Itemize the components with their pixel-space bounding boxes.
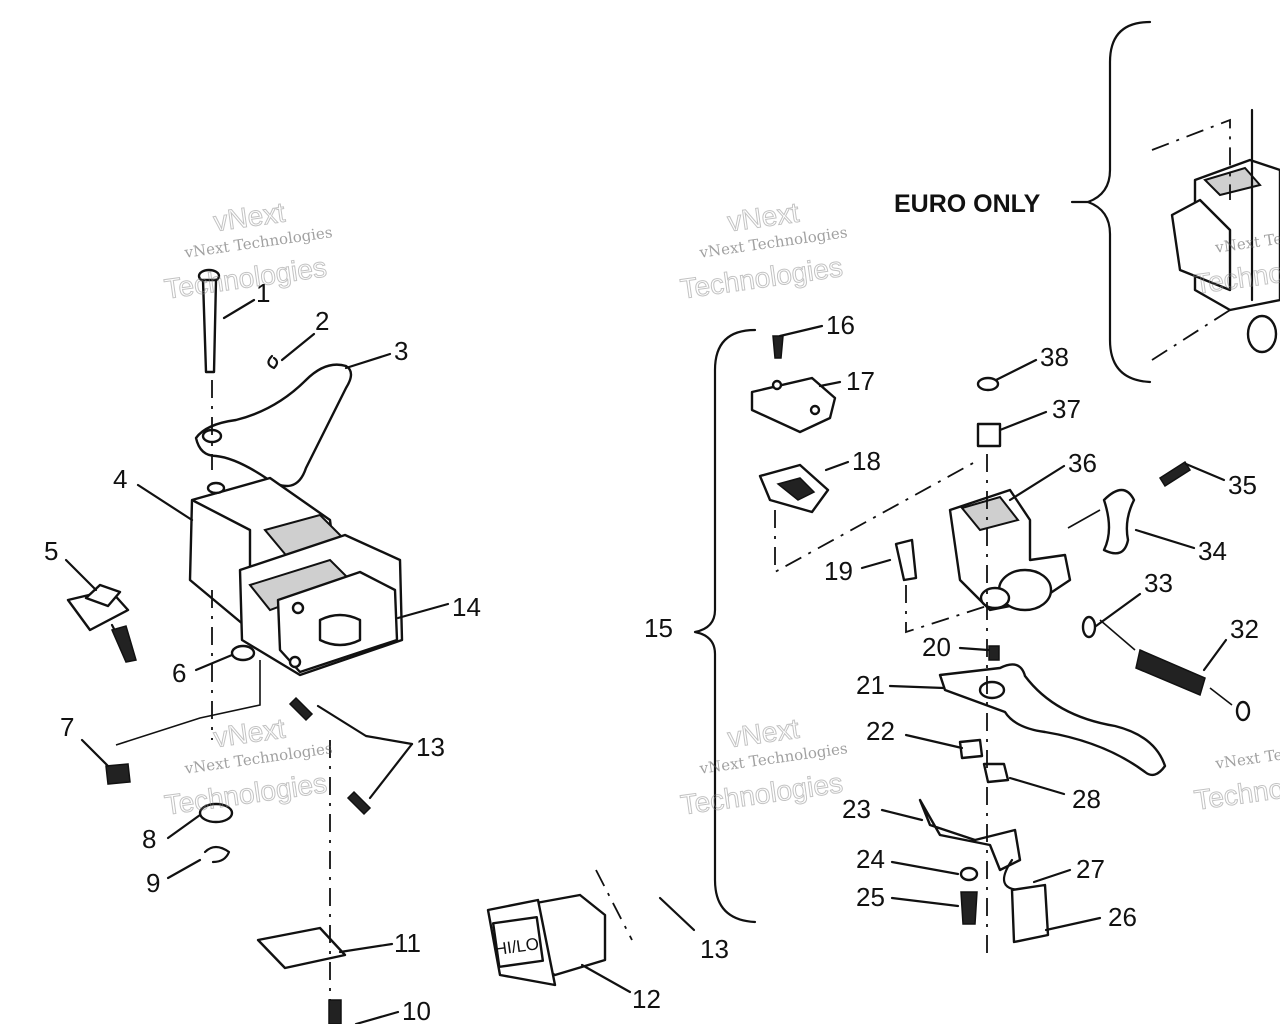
- callout-24: 24: [856, 844, 885, 874]
- callout-13-left: 13: [416, 732, 445, 762]
- watermark-4: vNext vNext Technologies Technologies: [678, 712, 849, 821]
- part-34-clamp: [1102, 488, 1136, 555]
- right-lever-assembly: [693, 20, 1280, 960]
- callout-10: 10: [402, 996, 431, 1024]
- part-11-plate: [256, 926, 347, 970]
- part-21-lever: [938, 663, 1167, 777]
- callout-12: 12: [632, 984, 661, 1014]
- part-14-cover: [238, 533, 404, 677]
- part-22-spacer: [958, 738, 984, 760]
- callout-33: 33: [1144, 568, 1173, 598]
- callout-38: 38: [1040, 342, 1069, 372]
- callout-35: 35: [1228, 470, 1257, 500]
- svg-text:Technologies: Technologies: [1192, 762, 1280, 815]
- callout-26: 26: [1108, 902, 1137, 932]
- watermark-6: vNext Technologies Technologies: [1192, 734, 1280, 816]
- part-18-diaphragm: [758, 463, 830, 514]
- part-33-washer: [1081, 615, 1097, 639]
- euro-master-cylinder: [1151, 108, 1280, 361]
- watermark-1: vNext vNext Technologies Technologies: [162, 196, 334, 305]
- callout-13-right: 13: [700, 934, 729, 964]
- callout-7: 7: [60, 712, 74, 742]
- callout-37: 37: [1052, 394, 1081, 424]
- callout-9: 9: [146, 868, 160, 898]
- callout-6: 6: [172, 658, 186, 688]
- part-13-screws: [288, 696, 372, 816]
- callout-28: 28: [1072, 784, 1101, 814]
- callout-3: 3: [394, 336, 408, 366]
- watermark-2: vNext vNext Technologies Technologies: [678, 196, 849, 305]
- part-24-washer: [959, 866, 979, 882]
- callout-1: 1: [256, 278, 270, 308]
- part-8-washer: [198, 802, 234, 824]
- part-3-lever: [194, 363, 353, 488]
- callout-2: 2: [315, 306, 329, 336]
- callout-18: 18: [852, 446, 881, 476]
- callout-32: 32: [1230, 614, 1259, 644]
- callout-numbers: 1 2 3 4 5 6 7 8 9 10 11 12 13 13 14 15 1…: [44, 278, 1259, 1024]
- callout-36: 36: [1068, 448, 1097, 478]
- callout-8: 8: [142, 824, 156, 854]
- part-37-cylinder: [976, 422, 1002, 448]
- svg-text:vNext Technologies: vNext Technologies: [1213, 734, 1280, 773]
- callout-34: 34: [1198, 536, 1227, 566]
- part-16-screw: [772, 335, 784, 359]
- part-1-pin: [197, 268, 221, 374]
- callout-21: 21: [856, 670, 885, 700]
- part-12-hilo-switch: HI/LO: [486, 893, 607, 987]
- part-26-switch: [1010, 883, 1050, 944]
- callout-15: 15: [644, 613, 673, 643]
- callout-4: 4: [113, 464, 127, 494]
- part-20-bushing: [988, 645, 1000, 661]
- callout-5: 5: [44, 536, 58, 566]
- part-6-washer: [230, 644, 256, 662]
- part-38-washer: [976, 376, 1000, 392]
- part-36-master-cylinder: [948, 488, 1072, 612]
- part-23-bracket: [918, 798, 1022, 872]
- callout-25: 25: [856, 882, 885, 912]
- left-switch-assembly: HI/LO: [66, 268, 633, 1024]
- part-10-spring: [328, 999, 342, 1024]
- part-25-screw: [960, 891, 978, 925]
- callout-11: 11: [394, 928, 421, 958]
- callout-14: 14: [452, 592, 481, 622]
- part-5-knob: [66, 583, 137, 663]
- part-2-clip: [267, 354, 279, 370]
- part-17-cap: [750, 376, 837, 434]
- callout-20: 20: [922, 632, 951, 662]
- leader-lines: [64, 200, 1228, 1024]
- euro-only-note: EURO ONLY: [894, 190, 1041, 218]
- callout-27: 27: [1076, 854, 1105, 884]
- part-9-clip: [203, 845, 231, 864]
- part-32-spring: [1135, 648, 1206, 697]
- part-7-nut: [105, 763, 131, 785]
- part-35-bolt: [1158, 460, 1192, 488]
- callout-19: 19: [824, 556, 853, 586]
- callout-16: 16: [826, 310, 855, 340]
- part-19-bolt: [894, 538, 918, 582]
- callout-17: 17: [846, 366, 875, 396]
- callout-23: 23: [842, 794, 871, 824]
- callout-22: 22: [866, 716, 895, 746]
